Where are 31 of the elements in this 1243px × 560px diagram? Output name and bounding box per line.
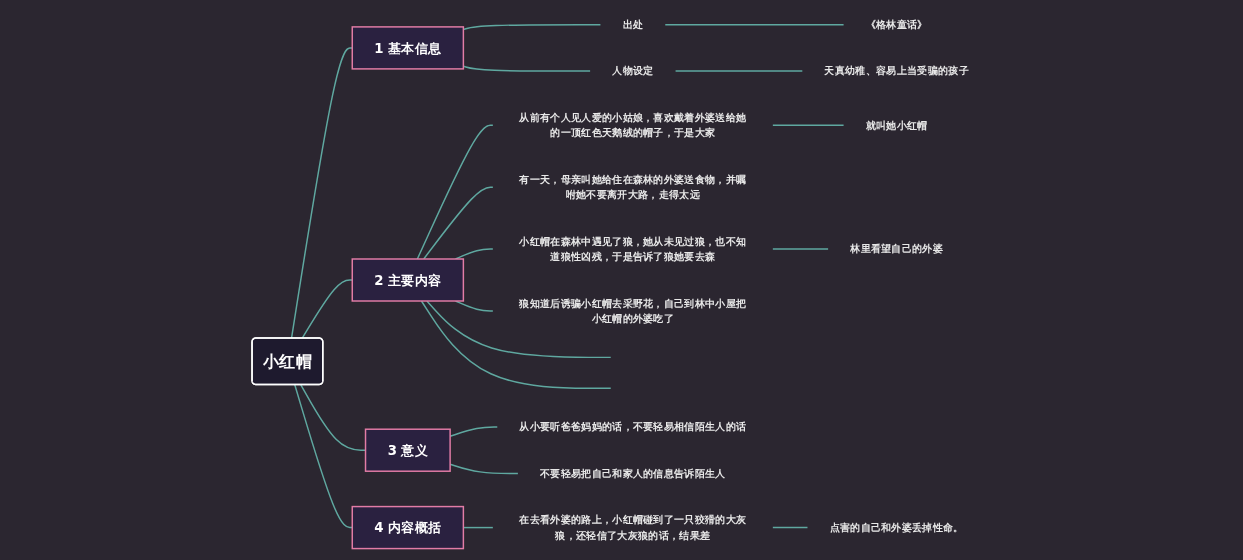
node-text: 天真幼稚、容易上当受骗的孩子 xyxy=(824,64,969,77)
connector xyxy=(772,526,809,529)
node-text: 从小要听爸爸妈妈的话，不要轻易相信陌生人的话 xyxy=(519,420,747,433)
node-text: 《格林童话》 xyxy=(865,18,928,31)
connector xyxy=(423,186,494,260)
node-text: 有一天，母亲叫她给住在森林的外婆送食物，并嘱咐她不要离开大路，走得太远 xyxy=(519,173,747,201)
node-text: 人物设定 xyxy=(612,64,654,77)
connector xyxy=(294,384,353,529)
node-text: 从前有个人见人爱的小姑娘，喜欢戴着外婆送给她的一顶红色天鹅绒的帽子，于是大家 xyxy=(519,111,747,139)
node-text: 点害的自己和外婆丢掉性命。 xyxy=(829,521,964,534)
connector xyxy=(290,47,353,340)
connector xyxy=(301,279,353,340)
node-text: 就叫她小红帽 xyxy=(865,119,928,131)
node-text: 林里看望自己的外婆 xyxy=(850,242,944,255)
node-text: 狼知道后诱骗小红帽去采野花，自己到林中小屋把小红帽的外婆吃了 xyxy=(519,296,747,325)
connector xyxy=(772,248,829,250)
node-text: 在去看外婆的路上，小红帽碰到了一只狡猾的大灰狼，还轻信了大灰狼的话，结果差 xyxy=(519,513,747,541)
node-box: 3 意义 xyxy=(364,428,451,472)
node-text: 不要轻易把自己和家人的信息告诉陌生人 xyxy=(540,467,726,479)
connector xyxy=(454,248,494,260)
connector xyxy=(420,300,612,390)
connector xyxy=(416,124,494,260)
node-box: 2 主要内容 xyxy=(351,258,465,302)
node-text: 出处 xyxy=(622,18,644,31)
node-text: 小红帽在森林中遇见了狼，她从未见过狼，也不知道狼性凶残，于是告诉了狼她要去森 xyxy=(519,235,747,263)
connector xyxy=(674,70,804,72)
connector xyxy=(772,124,845,126)
node-box: 4 内容概括 xyxy=(351,505,465,550)
node-box: 1 基本信息 xyxy=(351,26,465,70)
connector xyxy=(426,300,612,359)
connector xyxy=(664,23,845,26)
